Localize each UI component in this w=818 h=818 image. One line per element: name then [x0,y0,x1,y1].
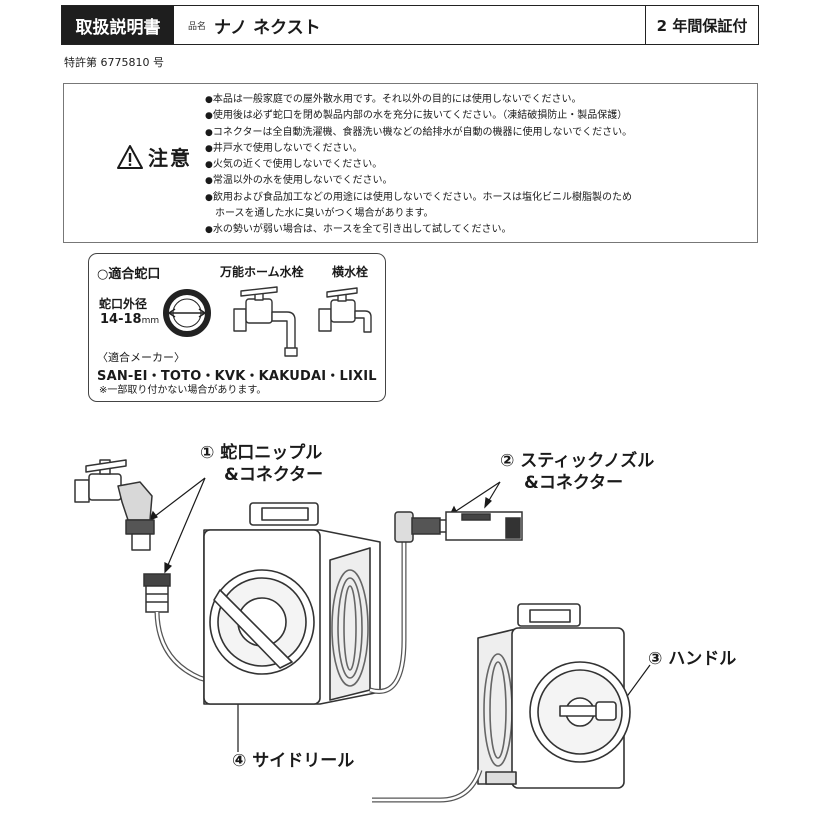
universal-faucet-icon [233,286,298,357]
faucet-type-horizontal: 横水栓 [332,265,369,279]
pipe-diameter-icon [163,289,211,337]
caution-heading: 注意 [116,142,192,171]
warranty-badge: 2 年間保証付 [645,6,758,44]
stick-nozzle-icon [394,511,523,543]
caution-list: ●本品は一般家庭での屋外散水用です。それ以外の目的には使用しないでください。 ●… [205,92,632,239]
warning-triangle-icon [117,144,143,169]
document-header: 取扱説明書 品名 ナノ ネクスト 2 年間保証付 [61,5,759,45]
part-3-label: ③ ハンドル [648,649,737,669]
side-reel-back [477,603,631,789]
part-4-label: ④ サイドリール [232,751,355,771]
faucet-type-universal: 万能ホーム水栓 [220,265,304,279]
makers-label: 〈適合メーカー〉 [97,351,185,364]
diameter-label: 蛇口外径 [99,297,148,311]
side-reel-front [203,502,381,705]
caution-box: 注意 ●本品は一般家庭での屋外散水用です。それ以外の目的には使用しないでください… [63,83,758,243]
patent-number: 特許第 6775810 号 [64,56,164,69]
product-name-cell: 品名 ナノ ネクスト [174,6,645,44]
faucet-box-title: ○適合蛇口 [97,267,161,282]
product-name: ナノ ネクスト [214,17,321,38]
caution-item: ●水の勢いが弱い場合は、ホースを全て引き出して試してください。 [205,224,512,236]
caution-item: ●飲用および食品加工などの用途には使用しないでください。ホースは塩化ビニル樹脂製… [205,191,633,203]
faucet-compatibility-box: ○適合蛇口 万能ホーム水栓 横水栓 蛇口外径 14-18mm 〈適合 [88,253,386,402]
part-2-label: ② スティックノズル &コネクター [500,451,655,493]
caution-item: ●コネクターは全自動洗濯機、食器洗い機などの給排水が自動の機器に使用しないでくだ… [205,126,633,138]
caution-item: ●本品は一般家庭での屋外散水用です。それ以外の目的には使用しないでください。 [205,94,582,105]
product-label: 品名 [188,21,207,32]
compatibility-note: ※一部取り付かない場合があります。 [99,385,267,396]
horizontal-faucet-icon [318,287,372,333]
part-1-label: ① 蛇口ニップル &コネクター [200,443,324,485]
makers-list: SAN-EI・TOTO・KVK・KAKUDAI・LIXIL [97,369,377,384]
caution-item: ●常温以外の水を使用しないでください。 [205,175,393,187]
hose-connector-icon [143,573,171,613]
caution-item: ●火気の近くで使用しないでください。 [205,159,383,171]
diameter-value: 14-18mm [100,312,160,327]
caution-label: 注意 [148,146,192,170]
caution-item-continued: ホースを通した水に臭いがつく場合があります。 [215,208,434,220]
caution-item: ●使用後は必ず蛇口を閉め製品内部の水を充分に抜いてください。（凍結破損防止・製品… [205,110,628,122]
faucet-nipple-connector-icon [74,459,155,551]
document-title: 取扱説明書 [62,6,174,44]
faucet-illustrations [163,286,372,357]
caution-item: ●井戸水で使用しないでください。 [205,142,363,154]
